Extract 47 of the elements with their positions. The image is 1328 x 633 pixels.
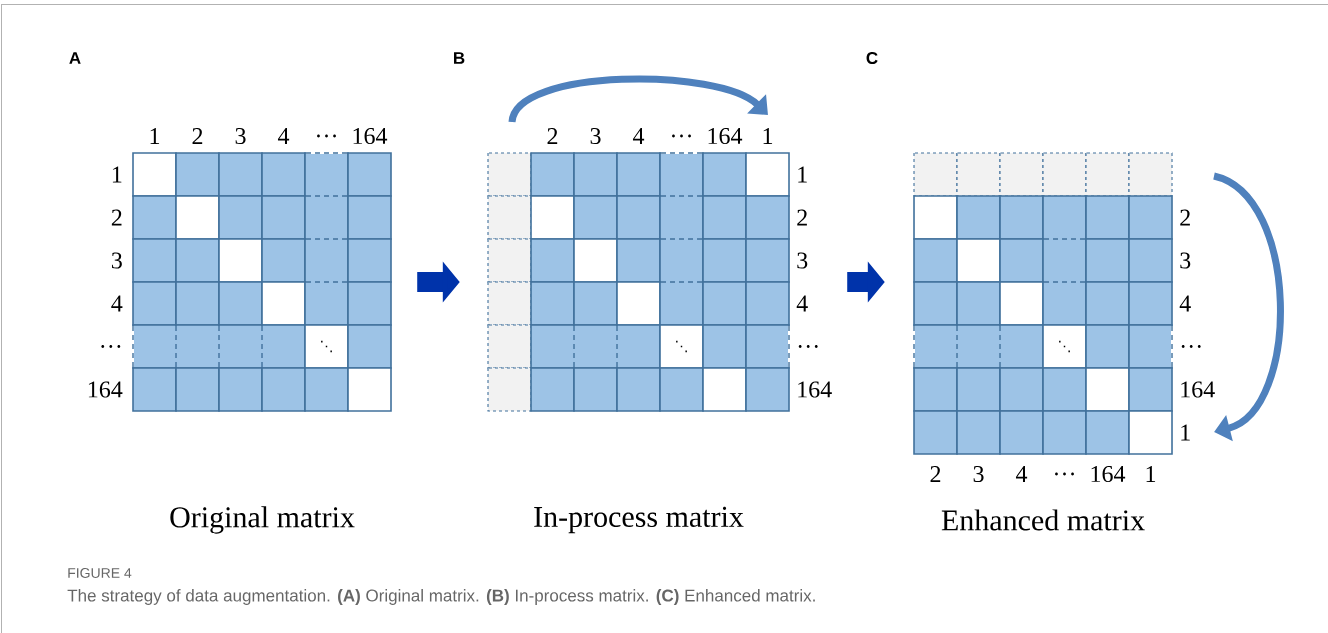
index-number: 164 [708,127,743,145]
index-number: … [101,345,121,348]
index-number: 2 [192,128,203,144]
index-number: … [798,345,818,348]
index-number: 164 [1181,381,1215,398]
index-number: 3 [797,252,808,269]
index-number: … [1055,472,1074,476]
index-number: … [317,134,336,138]
index-number: 2 [111,209,122,226]
index-number: 1 [112,166,122,183]
index-number: 2 [1180,209,1190,226]
index-number: 3 [235,127,246,145]
index-number: 3 [1180,252,1191,269]
index-number: 4 [633,128,645,144]
index-number: … [1181,345,1201,348]
ellipsis-symbol: ⋱ [676,340,687,353]
index-number: 3 [590,127,601,145]
index-number: 4 [111,295,123,312]
ellipsis-symbol: ⋱ [1059,340,1070,353]
matrix-title: Enhanced matrix [941,509,1145,531]
index-number: 4 [1179,295,1191,312]
index-number: 2 [930,466,941,482]
index-number: 2 [797,209,807,226]
index-number: … [672,134,691,138]
matrix-title: In-process matrix [534,506,744,534]
index-number: 2 [547,128,558,144]
figure-number: FIGURE 4 [68,568,132,578]
index-number: 3 [111,252,122,269]
index-number: 1 [763,128,773,144]
panel-letter: A [69,52,81,64]
index-number: 1 [1146,466,1156,482]
ellipsis-symbol: ⋱ [321,340,332,353]
index-number: 4 [278,128,290,144]
index-number: 4 [1016,466,1028,482]
index-number: 1 [798,166,807,183]
panel-letter: C [866,52,878,65]
panel-letter: B [454,52,465,64]
index-number: 1 [1181,424,1190,441]
index-number: 1 [150,128,160,144]
matrix-title: Original matrix [170,506,355,534]
index-number: 164 [798,381,832,398]
index-number: 164 [88,381,123,398]
caption: The strategy of data augmentation. (A) Original matrix. (B) In-process matrix. (C) Enhanced matrix. [67,589,815,605]
index-number: 164 [353,127,388,145]
index-number: 164 [1091,465,1126,483]
index-number: 3 [973,465,984,483]
index-number: 4 [796,295,808,312]
